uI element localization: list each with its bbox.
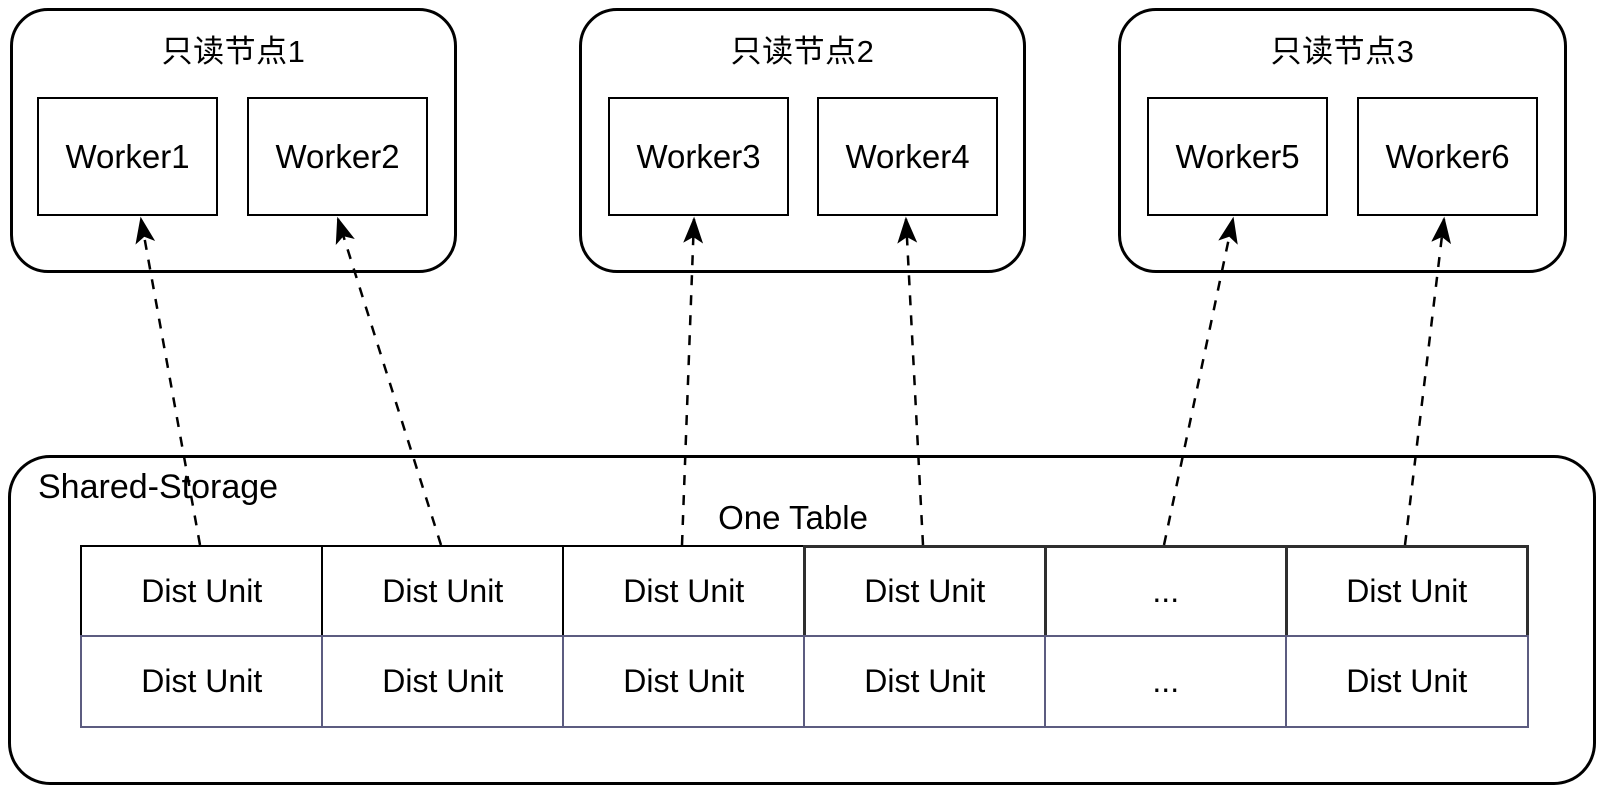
readonly-node-2-title: 只读节点2 [730,34,875,69]
worker2-box: Worker2 [247,97,428,216]
readonly-node-1-title: 只读节点1 [161,34,306,69]
dist-unit-cell: Dist Unit [1285,545,1529,638]
worker4-box: Worker4 [817,97,998,216]
worker6-box: Worker6 [1357,97,1538,216]
dist-unit-cell: Dist Unit [803,635,1047,728]
dist-unit-cell: Dist Unit [321,545,565,638]
shared-storage-label: Shared-Storage [38,468,279,506]
dist-unit-cell: Dist Unit [562,545,806,638]
dist-unit-cell: Dist Unit [1285,635,1529,728]
table-row-2: Dist Unit Dist Unit Dist Unit Dist Unit … [80,635,1529,728]
table-row-1: Dist Unit Dist Unit Dist Unit Dist Unit … [80,545,1529,638]
dist-unit-cell: Dist Unit [803,545,1047,638]
ellipsis-cell: ... [1044,635,1288,728]
dist-unit-cell: Dist Unit [80,545,324,638]
dist-unit-table: Dist Unit Dist Unit Dist Unit Dist Unit … [80,545,1529,728]
worker5-box: Worker5 [1147,97,1328,216]
worker1-box: Worker1 [37,97,218,216]
ellipsis-cell: ... [1044,545,1288,638]
one-table-label: One Table [718,499,868,536]
dist-unit-cell: Dist Unit [562,635,806,728]
dist-unit-cell: Dist Unit [321,635,565,728]
dist-unit-cell: Dist Unit [80,635,324,728]
readonly-node-3-title: 只读节点3 [1270,34,1415,69]
worker3-box: Worker3 [608,97,789,216]
